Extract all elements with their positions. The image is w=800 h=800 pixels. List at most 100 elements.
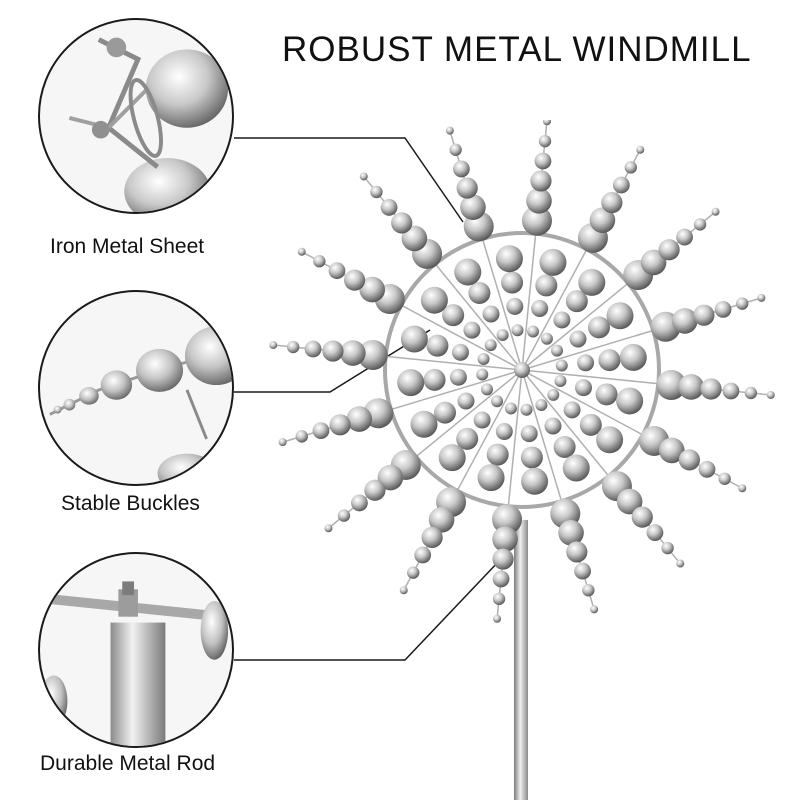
windmill-cup bbox=[658, 239, 680, 261]
windmill-cup bbox=[346, 406, 373, 432]
windmill-spokes bbox=[269, 120, 775, 623]
windmill-cup bbox=[297, 247, 306, 256]
windmill-inner-cup bbox=[520, 403, 533, 416]
windmill-inner-cup bbox=[468, 282, 491, 305]
windmill-inner-cup bbox=[491, 395, 504, 408]
windmill-cup bbox=[646, 524, 664, 541]
windmill-cup bbox=[343, 269, 366, 291]
windmill-inner-cup bbox=[506, 297, 524, 315]
windmill-ring bbox=[383, 231, 661, 509]
windmill-inner-cup bbox=[535, 398, 548, 411]
windmill-inner-cup bbox=[496, 329, 509, 342]
windmill-cup bbox=[711, 207, 720, 216]
windmill-cup bbox=[736, 297, 749, 310]
windmill-cup bbox=[700, 378, 722, 400]
windmill-inner-cup bbox=[595, 383, 618, 406]
windmill-inner-cup bbox=[423, 368, 446, 391]
windmill-cup bbox=[377, 464, 404, 491]
windmill-inner-cup bbox=[619, 343, 647, 371]
windmill-cup bbox=[328, 262, 346, 280]
windmill-cup bbox=[722, 382, 740, 400]
windmill-cup bbox=[678, 449, 701, 471]
windmill-cup bbox=[380, 199, 398, 216]
windmill-cup bbox=[456, 177, 478, 199]
windmill-cup bbox=[538, 134, 552, 148]
windmill-cup bbox=[304, 340, 322, 358]
windmill-cup bbox=[738, 484, 747, 493]
windmill-inner-cup bbox=[426, 334, 449, 357]
windmill-inner-cup bbox=[495, 423, 513, 441]
windmill-cup bbox=[278, 438, 287, 447]
windmill-inner-cup bbox=[456, 427, 479, 450]
windmill-inner-cup bbox=[553, 311, 571, 329]
windmill-cup bbox=[370, 185, 383, 199]
windmill-inner-cup bbox=[501, 271, 524, 294]
rod-closeup-icon bbox=[38, 552, 234, 748]
windmill-inner-cup bbox=[555, 359, 568, 372]
windmill-cup bbox=[269, 341, 278, 350]
windmill-cup bbox=[631, 506, 653, 528]
windmill-cup bbox=[407, 566, 420, 579]
windmill-inner-cup bbox=[606, 302, 634, 330]
windmill-product-image bbox=[269, 120, 775, 800]
windmill-cup bbox=[534, 152, 552, 170]
windmill-cup bbox=[678, 374, 704, 400]
windmill-cup bbox=[460, 194, 486, 221]
windmill-cup bbox=[322, 340, 344, 362]
windmill-cup bbox=[693, 218, 707, 231]
windmill-inner-cup bbox=[504, 402, 517, 415]
windmill-cup bbox=[324, 524, 333, 533]
windmill-cup bbox=[337, 509, 351, 522]
windmill-inner-cup bbox=[553, 435, 576, 458]
windmill-inner-cup bbox=[410, 410, 438, 438]
windmill-inner-cup bbox=[535, 274, 558, 297]
leader-line-buckles bbox=[234, 329, 431, 393]
windmill-cup bbox=[676, 228, 693, 246]
windmill-inner-cup bbox=[484, 339, 497, 352]
windmill-inner-cup bbox=[577, 354, 595, 372]
windmill-cup bbox=[453, 160, 470, 178]
windmill-inner-cup bbox=[562, 454, 590, 482]
windmill-cup bbox=[671, 308, 698, 334]
windmill-inner-cup bbox=[575, 379, 593, 397]
windmill-cup bbox=[589, 207, 616, 234]
windmill-cup bbox=[698, 460, 716, 478]
windmill-hub bbox=[514, 362, 530, 378]
windmill-cup bbox=[693, 304, 715, 326]
windmill-cup bbox=[612, 176, 630, 194]
windmill-inner-cup bbox=[578, 268, 606, 296]
windmill-inner-cup bbox=[438, 444, 466, 472]
windmill-cup bbox=[492, 548, 514, 570]
windmill-cup bbox=[718, 472, 731, 485]
windmill-cup bbox=[364, 479, 386, 501]
windmill-inner-cup bbox=[520, 425, 538, 443]
windmill-cup bbox=[295, 430, 308, 443]
windmill-inner-cup bbox=[451, 343, 469, 361]
leader-line-iron-sheet bbox=[234, 137, 464, 223]
windmill-inner-cup bbox=[579, 413, 602, 436]
windmill-inner-cup bbox=[531, 299, 549, 317]
windmill-cup bbox=[359, 276, 386, 303]
windmill-inner-cup bbox=[486, 443, 509, 466]
leader-line-rod bbox=[234, 559, 501, 661]
windmill-inner-cup bbox=[539, 248, 567, 276]
windmill-cup bbox=[661, 541, 674, 555]
windmill-inner-cup bbox=[482, 305, 500, 323]
windmill-inner-cup bbox=[397, 369, 425, 397]
windmill-inner-cup bbox=[477, 464, 505, 492]
windmill-cup bbox=[359, 172, 368, 181]
windmill-cup bbox=[624, 161, 637, 174]
windmill-inner-cup bbox=[511, 324, 524, 337]
windmill-cup bbox=[399, 586, 408, 595]
windmill-cup bbox=[656, 369, 687, 400]
windmill-inner-cup bbox=[547, 388, 560, 401]
windmill-inner-cup bbox=[473, 411, 491, 429]
windmill-cup bbox=[492, 570, 510, 588]
windmill-inner-cup bbox=[454, 258, 482, 286]
windmill-inner-cup bbox=[527, 325, 540, 338]
windmill-inner-cup bbox=[442, 304, 465, 327]
windmill-cup bbox=[636, 145, 645, 154]
windmill-cup bbox=[445, 126, 454, 135]
windmill-cup bbox=[601, 191, 623, 214]
